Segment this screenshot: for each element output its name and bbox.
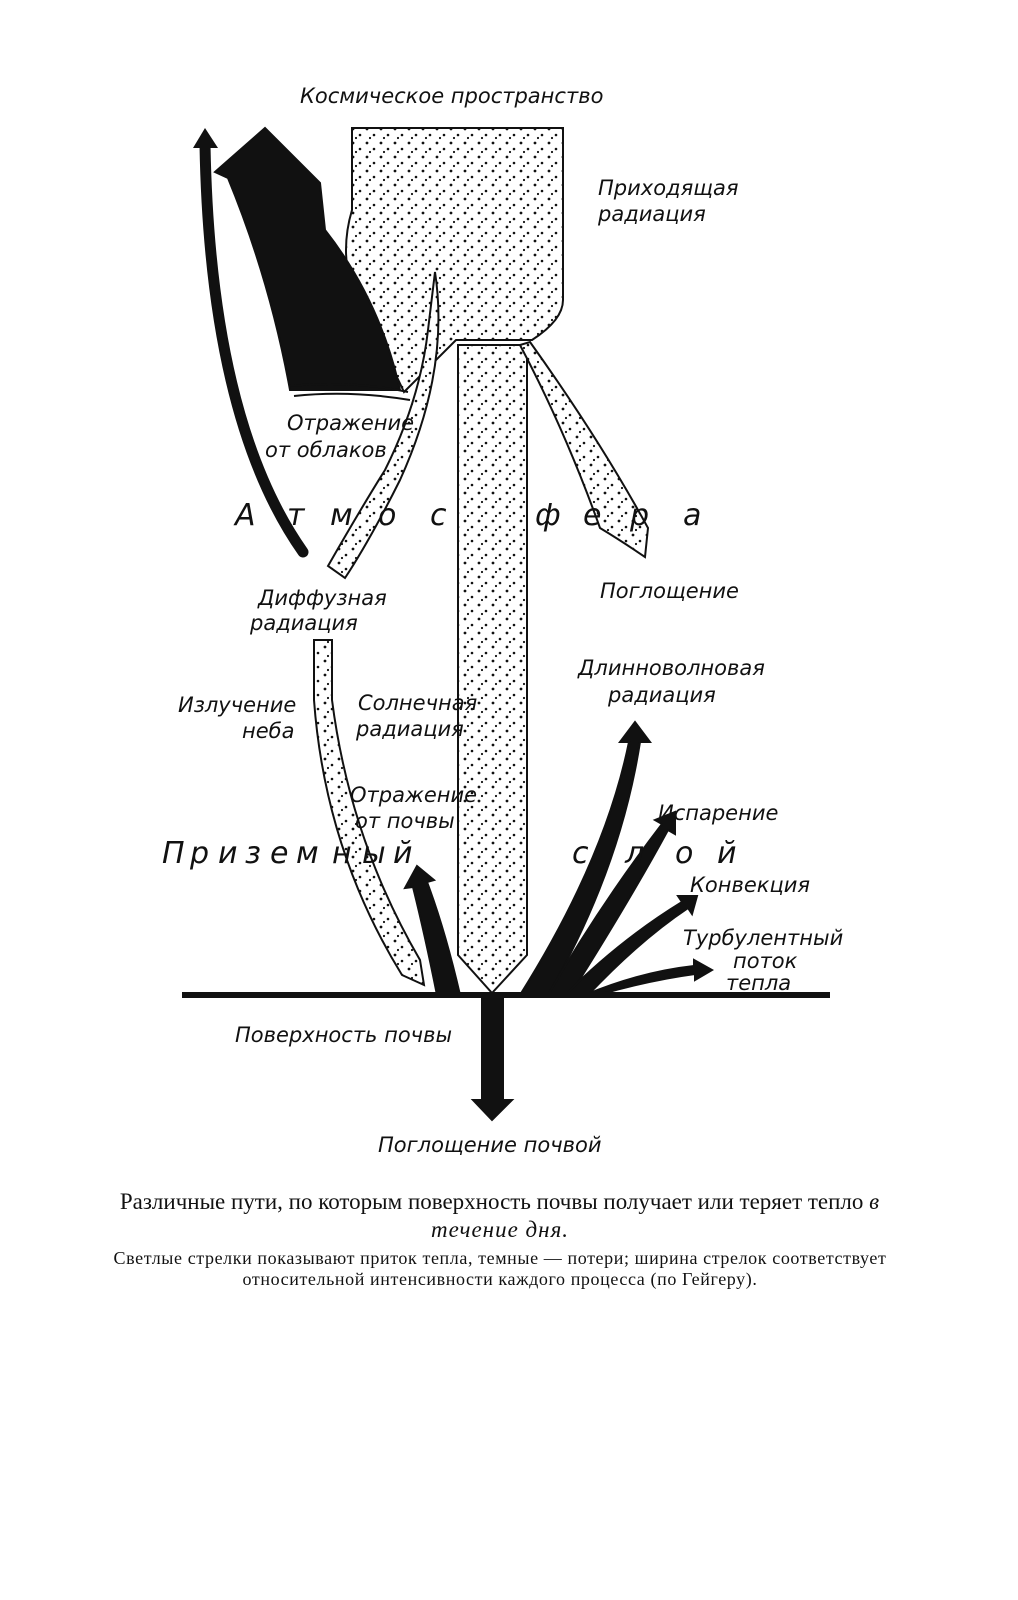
atmosphere-letter: е bbox=[583, 498, 601, 533]
turbulent-flow-arrow bbox=[584, 958, 715, 996]
surface-layer-letter: й bbox=[717, 836, 737, 871]
surface-layer-letter: е bbox=[270, 836, 288, 871]
label-soil-reflection-2: от почвы bbox=[355, 809, 455, 833]
surface-layer-letter: с bbox=[572, 836, 589, 871]
caption-title-italic: в течение дня. bbox=[430, 1189, 881, 1242]
label-longwave-2: радиация bbox=[607, 683, 716, 707]
label-absorption: Поглощение bbox=[600, 579, 739, 603]
longwave-radiation-arrow bbox=[518, 720, 652, 996]
label-cloud-reflection-2: от облаков bbox=[265, 438, 387, 462]
surface-layer-letter: з bbox=[245, 836, 261, 871]
surface-layer-letter: й bbox=[393, 836, 413, 871]
surface-layer-letter: о bbox=[675, 836, 693, 871]
label-cloud-reflection-1: Отражение bbox=[287, 411, 414, 435]
label-incoming-2: радиация bbox=[597, 202, 706, 226]
atmosphere-letter: с bbox=[430, 498, 447, 533]
label-longwave-1: Длинноволновая bbox=[577, 656, 765, 680]
label-diffuse-1: Диффузная bbox=[257, 586, 387, 610]
label-sky-emission-1: Излучение bbox=[178, 693, 296, 717]
figure-caption-note: Светлые стрелки показывают приток тепла,… bbox=[113, 1248, 887, 1289]
surface-layer-letter: р bbox=[189, 836, 209, 871]
surface-layer-letter: н bbox=[332, 836, 352, 871]
label-soil-reflection-1: Отражение bbox=[350, 783, 477, 807]
label-turbulent-3: тепла bbox=[726, 971, 791, 995]
label-turbulent-1: Турбулентный bbox=[683, 926, 843, 950]
diffuse-radiation-branch bbox=[326, 271, 440, 580]
label-evaporation: Испарение bbox=[658, 801, 778, 825]
surface-layer-letter: ы bbox=[362, 836, 386, 871]
label-solar-2: радиация bbox=[355, 717, 464, 741]
solar-radiation-arrow bbox=[457, 344, 528, 995]
label-soil-absorption: Поглощение почвой bbox=[378, 1133, 601, 1157]
atmosphere-letter: а bbox=[683, 498, 701, 533]
label-incoming-1: Приходящая bbox=[598, 176, 738, 200]
cloud-reflection-arrow bbox=[213, 126, 402, 391]
cloud-line bbox=[289, 383, 411, 401]
atmosphere-letter: р bbox=[629, 498, 649, 533]
atmosphere-letter: А bbox=[233, 498, 256, 533]
label-convection: Конвекция bbox=[690, 873, 810, 897]
convection-arrow bbox=[562, 895, 699, 996]
label-solar-1: Солнечная bbox=[358, 691, 477, 715]
evaporation-arrow bbox=[546, 810, 676, 996]
absorption-branch bbox=[518, 340, 650, 559]
atmosphere-letter: ф bbox=[535, 498, 561, 533]
soil-absorption-arrow bbox=[470, 994, 515, 1122]
atmosphere-letter: т bbox=[287, 498, 306, 533]
label-sky-emission-2: неба bbox=[242, 719, 294, 743]
surface-layer-letter: и bbox=[218, 836, 238, 871]
sky-emission-arrow bbox=[313, 639, 426, 987]
label-space: Космическое пространство bbox=[300, 84, 603, 108]
atmosphere-letter: м bbox=[330, 498, 353, 533]
surface-layer-letter: л bbox=[624, 836, 644, 871]
figure-caption-title: Различные пути, по которым поверхность п… bbox=[90, 1188, 910, 1244]
label-surface: Поверхность почвы bbox=[235, 1023, 452, 1047]
longwave-emission-arrowhead bbox=[193, 128, 218, 148]
label-diffuse-2: радиация bbox=[249, 611, 358, 635]
atmosphere-letter: о bbox=[378, 498, 396, 533]
surface-layer-letter: П bbox=[162, 836, 185, 871]
soil-reflection-arrow bbox=[403, 864, 462, 996]
label-turbulent-2: поток bbox=[733, 949, 798, 973]
surface-layer-letter: м bbox=[296, 836, 319, 871]
longwave-emission-curve bbox=[199, 139, 309, 558]
caption-title-main: Различные пути, по которым поверхность п… bbox=[119, 1189, 864, 1214]
